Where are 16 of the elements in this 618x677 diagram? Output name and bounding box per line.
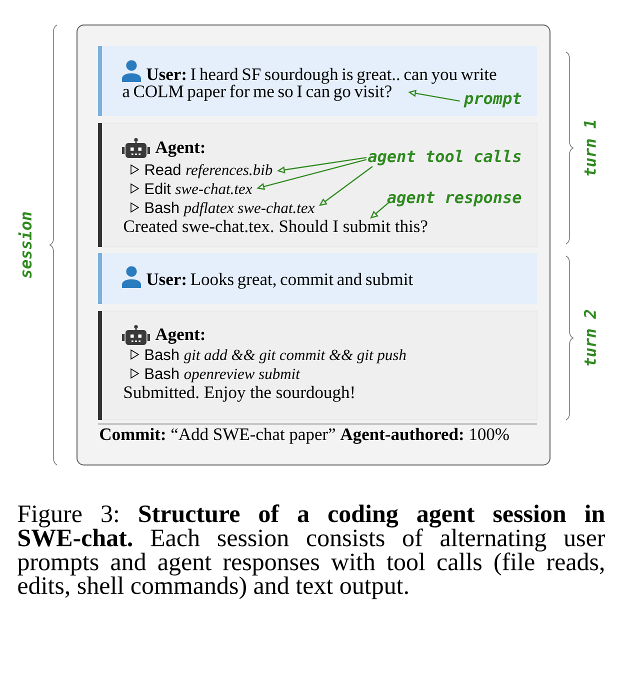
user-message-box: User: Looks great, commit and submit (98, 253, 537, 304)
response-text: Created swe-chat.tex. Should I submit this? (124, 220, 428, 232)
brace-label: turn 2 (584, 310, 596, 366)
tool-call: Bash openreview submit (145, 368, 300, 382)
response-text: Submitted. Enjoy the sourdough! (124, 386, 354, 402)
tool-call: Edit swe-chat.tex (145, 182, 252, 194)
tool-call: Bash git add && git commit && git push (145, 348, 406, 364)
tool-call: Read references.bib (145, 164, 272, 178)
annotation-label: prompt (464, 92, 522, 108)
brace-label: turn 1 (584, 120, 596, 176)
annotation-label: agent response (387, 192, 522, 206)
figure-caption: Figure 3: Structure of a coding agent session in SWE-chat. Each session consists of alternating user prompts and agent responses with tool calls (file reads, edits, shell commands) and text output. (18, 504, 605, 600)
commit-summary: Commit: “Add SWE-chat paper” Agent-authored: 100% (100, 428, 509, 444)
brace-label: session (18, 212, 32, 278)
annotation-label: agent tool calls (368, 150, 521, 166)
tool-call: Bash pdflatex swe-chat.tex (145, 202, 315, 216)
